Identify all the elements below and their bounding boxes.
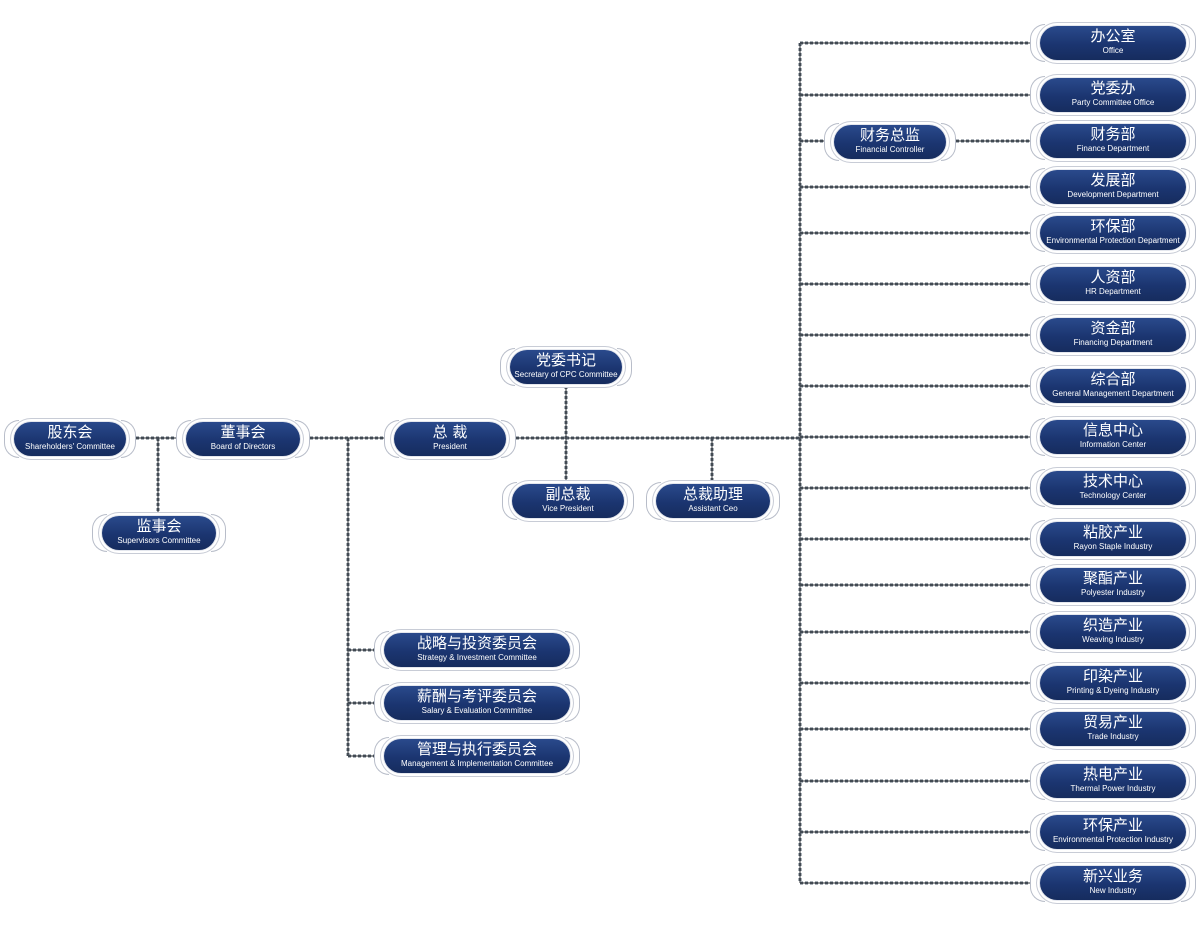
node-department[interactable]: 环保产业 Environmental Protection Industry — [1030, 813, 1196, 851]
node-department[interactable]: 资金部 Financing Department — [1030, 316, 1196, 354]
node-department[interactable]: 党委办 Party Committee Office — [1030, 76, 1196, 114]
node-assistant-ceo[interactable]: 总裁助理 Assistant Ceo — [646, 482, 780, 520]
node-label-zh: 总裁助理 — [682, 485, 743, 503]
node-label-zh: 环保产业 — [1082, 816, 1143, 834]
node-management-committee[interactable]: 管理与执行委员会 Management & Implementation Com… — [374, 737, 580, 775]
node-label-en: Weaving Industry — [1082, 635, 1144, 644]
node-label-en: Financing Department — [1073, 338, 1153, 347]
node-department[interactable]: 热电产业 Thermal Power Industry — [1030, 762, 1196, 800]
node-label-zh: 财务总监 — [859, 126, 920, 144]
node-label-en: Shareholders' Committee — [24, 442, 115, 451]
node-label-en: Management & Implementation Committee — [400, 759, 554, 768]
node-label-en: Rayon Staple Industry — [1073, 542, 1153, 551]
node-label-en: Environmental Protection Industry — [1052, 835, 1174, 844]
node-label-zh: 党委书记 — [535, 351, 596, 369]
node-financial-controller[interactable]: 财务总监 Financial Controller — [824, 123, 956, 161]
node-label-en: Trade Industry — [1087, 732, 1139, 741]
node-label-en: Secretary of CPC Committee — [514, 370, 618, 379]
node-label-en: Office — [1102, 46, 1124, 55]
node-department[interactable]: 粘胶产业 Rayon Staple Industry — [1030, 520, 1196, 558]
node-label-zh: 办公室 — [1090, 27, 1136, 45]
node-label-zh: 印染产业 — [1082, 667, 1143, 685]
node-label-zh: 管理与执行委员会 — [416, 740, 537, 758]
node-label-en: Party Committee Office — [1071, 98, 1155, 107]
node-label-zh: 综合部 — [1090, 370, 1136, 388]
node-label-zh: 信息中心 — [1082, 421, 1143, 439]
node-label-zh: 财务部 — [1090, 125, 1136, 143]
node-label-zh: 环保部 — [1090, 217, 1136, 235]
node-label-zh: 资金部 — [1090, 319, 1136, 337]
node-department[interactable]: 聚酯产业 Polyester Industry — [1030, 566, 1196, 604]
node-department[interactable]: 综合部 General Management Department — [1030, 367, 1196, 405]
node-party-secretary[interactable]: 党委书记 Secretary of CPC Committee — [500, 348, 632, 386]
node-label-en: Environmental Protection Department — [1046, 236, 1180, 245]
node-label-zh: 董事会 — [220, 423, 266, 441]
node-label-zh: 热电产业 — [1082, 765, 1143, 783]
node-label-en: Development Department — [1067, 190, 1159, 199]
node-label-en: New Industry — [1089, 886, 1137, 895]
node-department[interactable]: 织造产业 Weaving Industry — [1030, 613, 1196, 651]
node-label-zh: 贸易产业 — [1082, 713, 1143, 731]
node-supervisors[interactable]: 监事会 Supervisors Committee — [92, 514, 226, 552]
node-label-en: Financial Controller — [855, 145, 925, 154]
node-label-zh: 监事会 — [136, 517, 182, 535]
node-label-zh: 战略与投资委员会 — [416, 634, 537, 652]
node-label-en: Technology Center — [1079, 491, 1147, 500]
node-label-en: General Management Department — [1052, 389, 1174, 398]
node-label-zh: 聚酯产业 — [1082, 569, 1143, 587]
node-department[interactable]: 新兴业务 New Industry — [1030, 864, 1196, 902]
node-label-en: Information Center — [1079, 440, 1147, 449]
node-label-zh: 新兴业务 — [1082, 867, 1143, 885]
node-label-zh: 薪酬与考评委员会 — [416, 687, 537, 705]
node-strategy-committee[interactable]: 战略与投资委员会 Strategy & Investment Committee — [374, 631, 580, 669]
node-department[interactable]: 财务部 Finance Department — [1030, 122, 1196, 160]
node-department[interactable]: 环保部 Environmental Protection Department — [1030, 214, 1196, 252]
node-label-en: Polyester Industry — [1080, 588, 1146, 597]
node-department[interactable]: 人资部 HR Department — [1030, 265, 1196, 303]
node-label-en: Salary & Evaluation Committee — [421, 706, 533, 715]
node-label-zh: 粘胶产业 — [1082, 523, 1143, 541]
node-label-zh: 总 裁 — [432, 423, 468, 441]
node-department[interactable]: 贸易产业 Trade Industry — [1030, 710, 1196, 748]
node-shareholders[interactable]: 股东会 Shareholders' Committee — [4, 420, 136, 458]
node-department[interactable]: 信息中心 Information Center — [1030, 418, 1196, 456]
node-label-en: Printing & Dyeing Industry — [1066, 686, 1160, 695]
node-label-en: Strategy & Investment Committee — [417, 653, 537, 662]
node-board[interactable]: 董事会 Board of Directors — [176, 420, 310, 458]
node-vice-president[interactable]: 副总裁 Vice President — [502, 482, 634, 520]
node-label-en: Supervisors Committee — [117, 536, 201, 545]
node-label-zh: 织造产业 — [1082, 616, 1143, 634]
node-label-zh: 人资部 — [1090, 268, 1136, 286]
node-salary-committee[interactable]: 薪酬与考评委员会 Salary & Evaluation Committee — [374, 684, 580, 722]
node-label-en: Finance Department — [1076, 144, 1150, 153]
node-label-en: Vice President — [542, 504, 594, 513]
node-label-en: Assistant Ceo — [688, 504, 738, 513]
node-label-en: HR Department — [1085, 287, 1141, 296]
node-label-zh: 副总裁 — [545, 485, 591, 503]
node-label-en: Thermal Power Industry — [1070, 784, 1156, 793]
node-department[interactable]: 办公室 Office — [1030, 24, 1196, 62]
node-department[interactable]: 印染产业 Printing & Dyeing Industry — [1030, 664, 1196, 702]
node-president[interactable]: 总 裁 President — [384, 420, 516, 458]
node-label-zh: 股东会 — [47, 423, 93, 441]
node-department[interactable]: 技术中心 Technology Center — [1030, 469, 1196, 507]
node-label-zh: 发展部 — [1090, 171, 1136, 189]
node-department[interactable]: 发展部 Development Department — [1030, 168, 1196, 206]
node-label-zh: 党委办 — [1090, 79, 1136, 97]
node-label-zh: 技术中心 — [1082, 472, 1143, 490]
node-label-en: Board of Directors — [210, 442, 276, 451]
node-label-en: President — [433, 442, 467, 451]
